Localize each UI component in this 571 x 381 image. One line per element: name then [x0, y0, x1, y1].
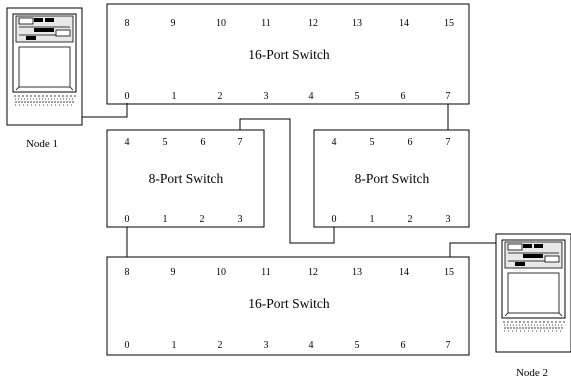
port-label: 2	[218, 91, 223, 102]
port-label: 3	[264, 340, 269, 351]
port-label: 5	[355, 91, 360, 102]
port-label: 0	[125, 340, 130, 351]
switch-bottom-title: 16-Port Switch	[248, 296, 330, 311]
port-label: 3	[446, 214, 451, 225]
switch-top: 16-Port Switch	[107, 4, 469, 104]
port-label: 8	[125, 18, 130, 29]
port-label: 11	[261, 267, 271, 278]
port-label: 14	[399, 18, 409, 29]
port-label: 1	[172, 91, 177, 102]
switch-bottom: 16-Port Switch	[107, 257, 469, 355]
port-label: 11	[261, 18, 271, 29]
port-label: 15	[444, 18, 454, 29]
port-label: 4	[125, 137, 130, 148]
port-label: 10	[216, 267, 226, 278]
port-label: 6	[408, 137, 413, 148]
port-label: 9	[171, 18, 176, 29]
switch-mid-right-title: 8-Port Switch	[355, 171, 430, 186]
port-label: 12	[308, 18, 318, 29]
port-label: 3	[264, 91, 269, 102]
port-label: 4	[309, 340, 314, 351]
port-label: 8	[125, 267, 130, 278]
switch-top-title: 16-Port Switch	[248, 47, 330, 62]
port-label: 6	[401, 91, 406, 102]
port-label: 13	[352, 18, 362, 29]
port-label: 9	[171, 267, 176, 278]
port-label: 0	[125, 214, 130, 225]
port-label: 1	[163, 214, 168, 225]
port-label: 4	[309, 91, 314, 102]
node2-label: Node 2	[516, 367, 548, 379]
port-label: 5	[355, 340, 360, 351]
wire-bottom-switch-to-node2	[450, 243, 496, 257]
node1-label: Node 1	[26, 138, 58, 150]
port-label: 3	[238, 214, 243, 225]
port-label: 0	[125, 91, 130, 102]
node2-computer	[496, 234, 571, 352]
port-label: 10	[216, 18, 226, 29]
port-label: 14	[399, 267, 409, 278]
port-label: 6	[201, 137, 206, 148]
port-label: 7	[446, 137, 451, 148]
port-label: 2	[200, 214, 205, 225]
port-label: 1	[172, 340, 177, 351]
port-label: 2	[218, 340, 223, 351]
port-label: 7	[446, 91, 451, 102]
node1-computer	[7, 8, 82, 125]
switch-mid-left-title: 8-Port Switch	[149, 171, 224, 186]
port-label: 1	[370, 214, 375, 225]
port-label: 15	[444, 267, 454, 278]
port-label: 12	[308, 267, 318, 278]
port-label: 6	[401, 340, 406, 351]
port-label: 5	[370, 137, 375, 148]
port-label: 13	[352, 267, 362, 278]
port-label: 0	[332, 214, 337, 225]
port-label: 2	[408, 214, 413, 225]
port-label: 7	[238, 137, 243, 148]
port-label: 5	[163, 137, 168, 148]
wire-node1-to-top-switch	[82, 103, 127, 117]
port-label: 4	[332, 137, 337, 148]
port-label: 7	[446, 340, 451, 351]
